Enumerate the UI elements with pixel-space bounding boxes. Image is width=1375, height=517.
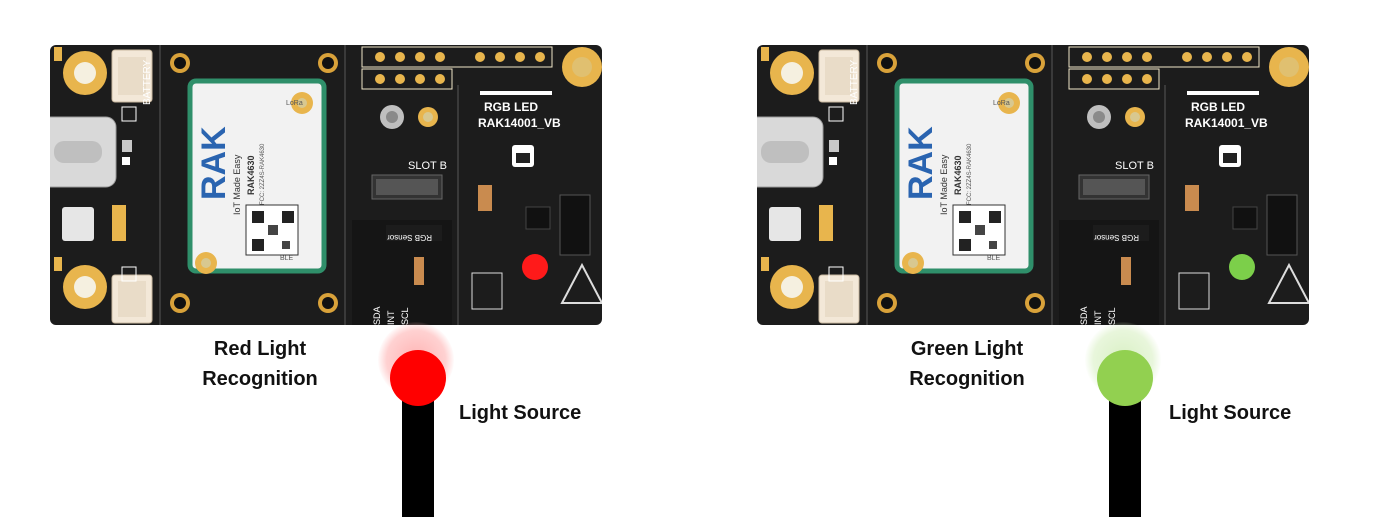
svg-text:RAK14001_VB: RAK14001_VB — [478, 116, 561, 130]
light-source-post — [1109, 392, 1141, 517]
svg-text:INT: INT — [386, 310, 396, 325]
svg-text:SCL: SCL — [400, 307, 410, 325]
rgb-led-indicator — [1229, 254, 1255, 280]
svg-text:RGB Sensor: RGB Sensor — [1094, 233, 1139, 242]
wisblock-board-illustration: BATTERY RAK IoT Made Easy RAK4630 FCC: 2… — [746, 45, 1311, 325]
svg-text:SCL: SCL — [1107, 307, 1117, 325]
svg-text:RGB Sensor: RGB Sensor — [387, 233, 432, 242]
scene-green: BATTERY RAK IoT Made Easy RAK4630 FCC: 2… — [707, 0, 1375, 517]
svg-text:SDA: SDA — [1079, 306, 1089, 325]
svg-text:FCC: 2ZZ4S-RAK4630: FCC: 2ZZ4S-RAK4630 — [967, 143, 973, 205]
svg-text:RAK4630: RAK4630 — [953, 155, 963, 195]
light-source-bulb — [1097, 350, 1153, 406]
caption-line1: Green Light — [910, 338, 1024, 360]
svg-text:RAK4630: RAK4630 — [246, 155, 256, 195]
caption-line2: Recognition — [909, 368, 1025, 390]
svg-text:BLE: BLE — [987, 255, 1001, 262]
svg-text:LoRa: LoRa — [286, 100, 303, 107]
wisblock-board: BATTERY RAK IoT Made Easy RA — [39, 45, 604, 332]
svg-text:SLOT B: SLOT B — [1115, 160, 1154, 172]
svg-text:INT: INT — [1093, 310, 1103, 325]
svg-text:IoT Made Easy: IoT Made Easy — [232, 154, 242, 215]
svg-text:RAK: RAK — [902, 126, 940, 200]
svg-text:BLE: BLE — [280, 255, 294, 262]
light-source-bulb — [390, 350, 446, 406]
wisblock-board: BATTERY RAK IoT Made Easy RAK4630 FCC: 2… — [746, 45, 1311, 332]
caption-line1: Red Light — [213, 338, 307, 360]
reset-button — [769, 207, 801, 241]
caption-green-recognition: Green Light Recognition — [887, 334, 1047, 394]
svg-text:RGB LED: RGB LED — [1191, 100, 1245, 114]
svg-text:RGB LED: RGB LED — [484, 100, 538, 114]
reset-button — [62, 207, 94, 241]
svg-text:RAK: RAK — [195, 126, 233, 200]
rgb-led-indicator — [522, 254, 548, 280]
wisblock-board-illustration: BATTERY RAK IoT Made Easy RA — [39, 45, 604, 325]
scene-red: BATTERY RAK IoT Made Easy RA — [0, 0, 687, 517]
battery-label: BATTERY — [849, 59, 860, 105]
caption-red-recognition: Red Light Recognition — [180, 334, 340, 394]
svg-text:RAK14001_VB: RAK14001_VB — [1185, 116, 1268, 130]
battery-label: BATTERY — [142, 59, 153, 105]
svg-text:SLOT B: SLOT B — [408, 160, 447, 172]
light-source-post — [402, 392, 434, 517]
svg-text:SDA: SDA — [372, 306, 382, 325]
light-source-label: Light Source — [459, 402, 582, 424]
svg-text:IoT Made Easy: IoT Made Easy — [939, 154, 949, 215]
caption-line2: Recognition — [202, 368, 318, 390]
svg-text:FCC: 2ZZ4S-RAK4630: FCC: 2ZZ4S-RAK4630 — [260, 143, 266, 205]
light-source-label: Light Source — [1169, 402, 1292, 424]
svg-text:LoRa: LoRa — [993, 100, 1010, 107]
